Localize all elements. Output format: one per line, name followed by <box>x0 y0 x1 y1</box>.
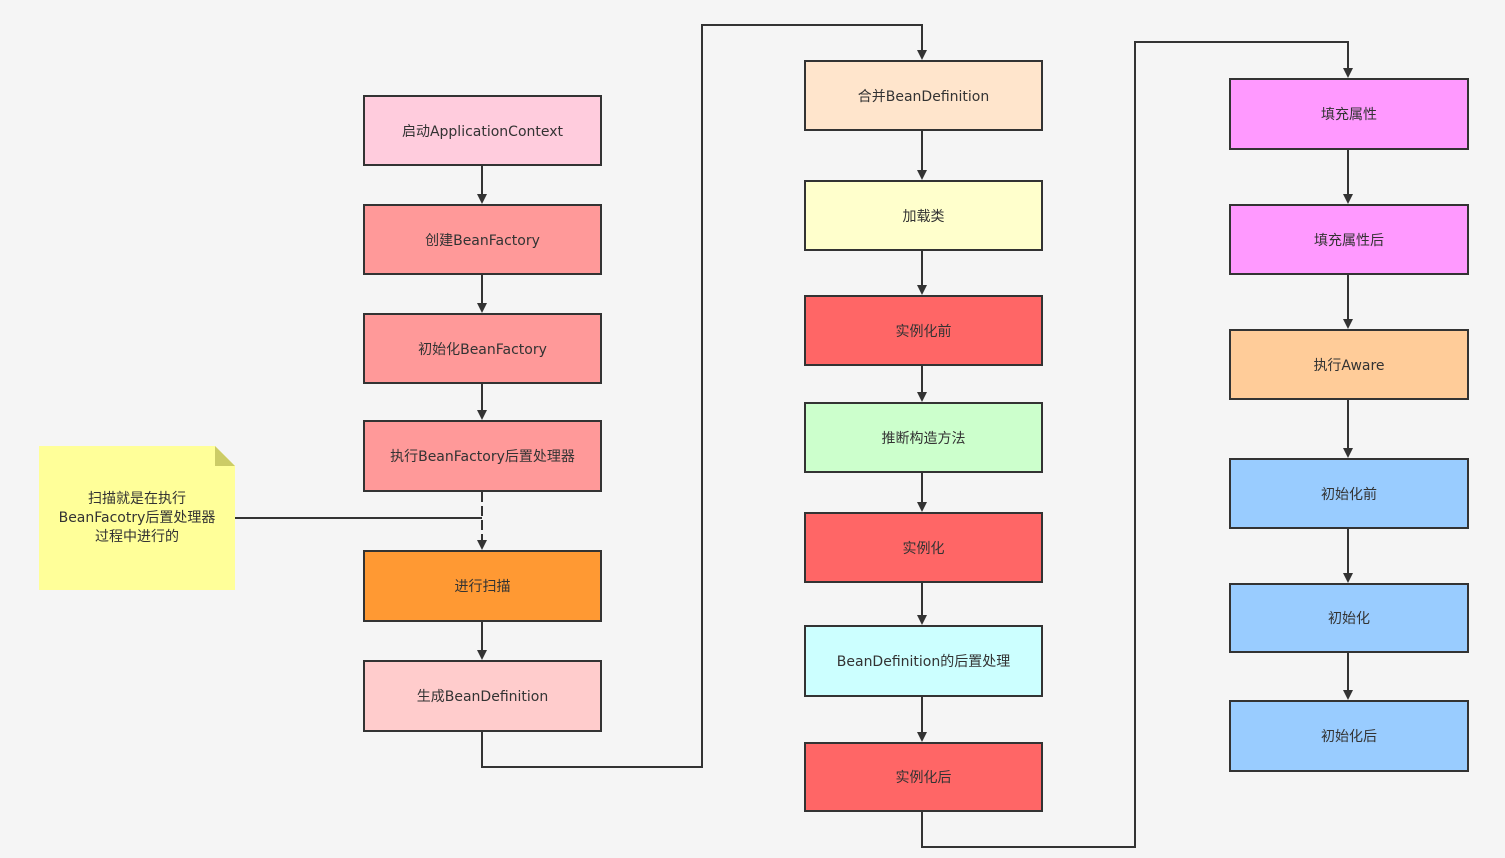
edge-gen-to-merge <box>481 24 927 768</box>
node-start-application-context: 启动ApplicationContext <box>363 95 602 166</box>
node-scan: 进行扫描 <box>363 550 602 622</box>
edge-after-to-populate <box>921 41 1353 848</box>
node-after-populate-properties: 填充属性后 <box>1229 204 1469 275</box>
sticky-note-shape <box>39 446 235 590</box>
node-merge-bean-definition: 合并BeanDefinition <box>804 60 1043 131</box>
node-create-bean-factory: 创建BeanFactory <box>363 204 602 275</box>
sticky-note-text: 扫描就是在执行 BeanFacotry后置处理器 过程中进行的 <box>39 446 235 590</box>
note-line-2: BeanFacotry后置处理器 <box>58 509 216 526</box>
node-before-initialization: 初始化前 <box>1229 458 1469 529</box>
node-init-bean-factory: 初始化BeanFactory <box>363 313 602 384</box>
sticky-note: 扫描就是在执行 BeanFacotry后置处理器 过程中进行的 <box>39 446 235 590</box>
note-line-1: 扫描就是在执行 <box>88 490 186 507</box>
node-run-bean-factory-postprocessors: 执行BeanFactory后置处理器 <box>363 420 602 492</box>
node-instantiation: 实例化 <box>804 512 1043 583</box>
node-populate-properties: 填充属性 <box>1229 78 1469 150</box>
node-after-instantiation: 实例化后 <box>804 742 1043 812</box>
node-invoke-aware: 执行Aware <box>1229 329 1469 400</box>
node-before-instantiation: 实例化前 <box>804 295 1043 366</box>
note-line-3: 过程中进行的 <box>95 528 179 545</box>
node-bean-definition-postprocess: BeanDefinition的后置处理 <box>804 625 1043 697</box>
node-after-initialization: 初始化后 <box>1229 700 1469 772</box>
node-load-class: 加载类 <box>804 180 1043 251</box>
node-generate-bean-definition: 生成BeanDefinition <box>363 660 602 732</box>
node-initialization: 初始化 <box>1229 583 1469 653</box>
node-infer-constructor: 推断构造方法 <box>804 402 1043 473</box>
